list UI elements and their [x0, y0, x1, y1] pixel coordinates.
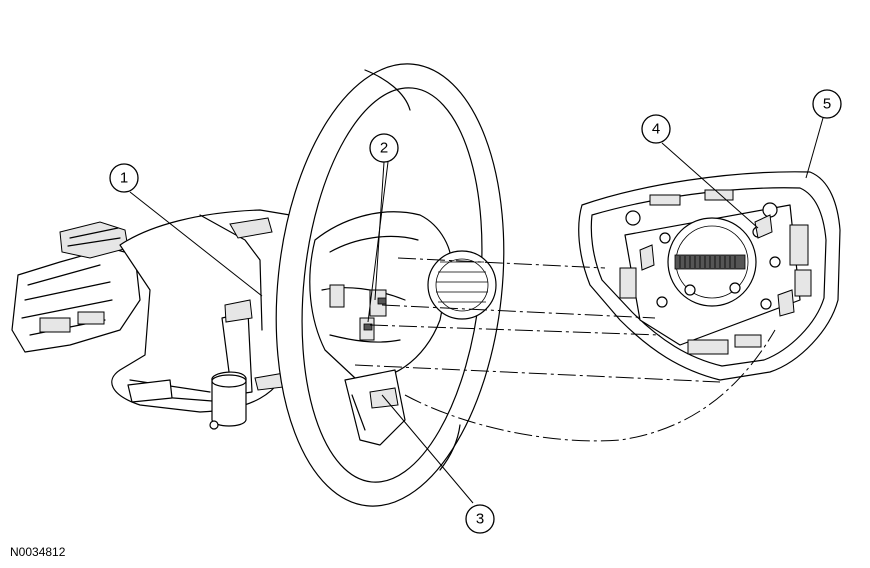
- svg-text:5: 5: [823, 96, 831, 113]
- callout-3: 3: [465, 504, 495, 534]
- svg-text:4: 4: [652, 121, 660, 138]
- callout-2: 2: [369, 133, 399, 163]
- figure-id: N0034812: [10, 545, 66, 559]
- airbag-module: [578, 171, 841, 381]
- leader-lines: [129, 117, 824, 504]
- callout-4: 4: [641, 114, 671, 144]
- svg-text:1: 1: [120, 170, 128, 187]
- callout-1: 1: [109, 163, 139, 193]
- callout-5: 5: [812, 89, 842, 119]
- alignment-lines: [354, 257, 776, 442]
- svg-text:3: 3: [476, 511, 484, 528]
- steering-column: [11, 209, 296, 430]
- svg-text:2: 2: [380, 140, 388, 157]
- steering-wheel: [275, 63, 505, 507]
